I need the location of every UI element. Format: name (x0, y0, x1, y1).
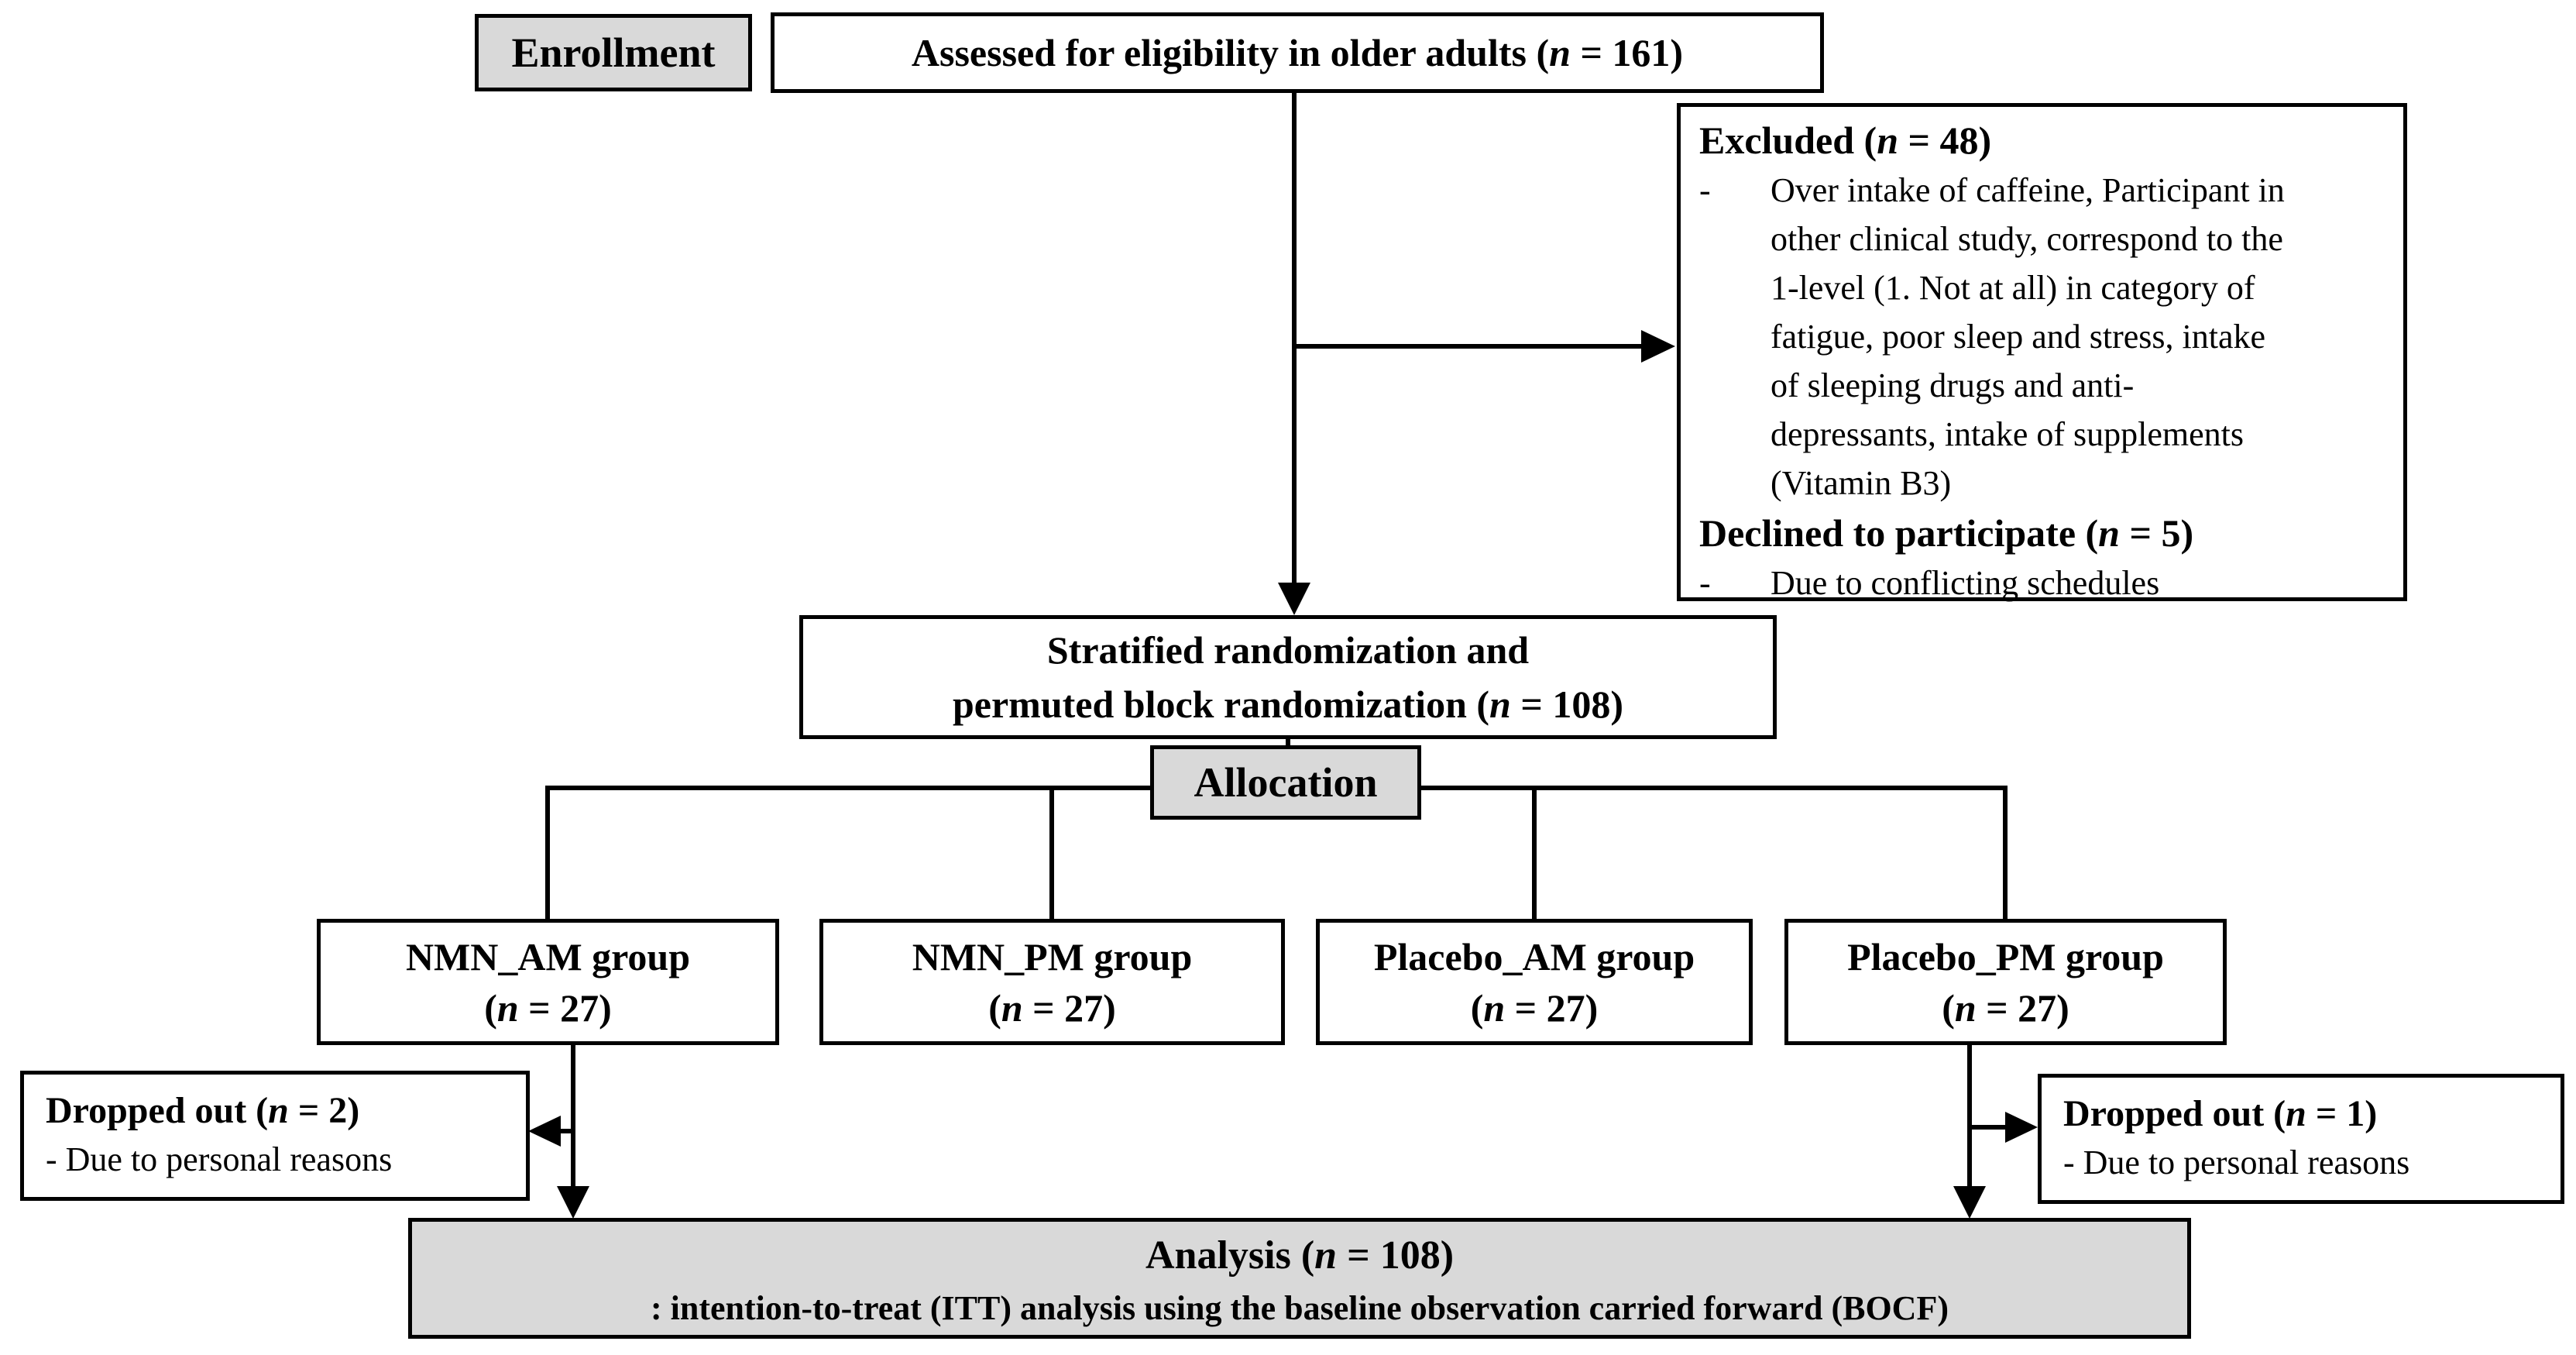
italic-n: n (496, 985, 519, 1030)
analysis-title: Analysis (n = 108) (1145, 1233, 1455, 1278)
group-name: NMN_PM group (912, 934, 1193, 978)
italic-n: n (1549, 31, 1571, 74)
dropout-left-reason: - Due to personal reasons (46, 1140, 393, 1178)
group-name: NMN_AM group (405, 934, 691, 978)
arrowhead-left-into-analysis (557, 1186, 589, 1219)
group-count: (n = 27) (1470, 985, 1599, 1030)
italic-n: n (2286, 1093, 2306, 1134)
allocation-stage-label: Allocation (1194, 759, 1378, 806)
italic-n: n (2098, 511, 2120, 555)
group-box-placebo-am: Placebo_AM group (n = 27) (1316, 919, 1753, 1045)
drop-line-nmn-pm (1049, 786, 1054, 921)
analysis-box: Analysis (n = 108) : intention-to-treat … (408, 1218, 2191, 1339)
drop-line-placebo-am (1532, 786, 1537, 921)
bullet-dash: - (1699, 564, 1711, 602)
enrollment-stage-label: Enrollment (511, 29, 716, 76)
group-count: (n = 27) (988, 985, 1116, 1030)
arrowhead-into-excluded (1641, 330, 1675, 363)
italic-n: n (1489, 683, 1511, 726)
declined-heading: Declined to participate (n = 5) (1699, 511, 2194, 555)
italic-n: n (1314, 1233, 1338, 1278)
dropout-right-reason: - Due to personal reasons (2063, 1143, 2410, 1181)
connector-to-dropout-right (1972, 1125, 2007, 1130)
group-box-placebo-pm: Placebo_PM group (n = 27) (1784, 919, 2227, 1045)
arrowhead-into-randomization (1278, 583, 1310, 615)
bullet-dash: - (1699, 171, 1711, 209)
connector-placebo-pm-to-analysis (1967, 1045, 1972, 1192)
randomization-line2: permuted block randomization (n = 108) (952, 683, 1623, 726)
excluded-reason-text: Over intake of caffeine, Participant in … (1771, 171, 2285, 502)
randomization-line1: Stratified randomization and (1046, 628, 1530, 672)
italic-n: n (1877, 119, 1899, 162)
dropout-left-box: Dropped out (n = 2) - Due to personal re… (20, 1071, 530, 1201)
italic-n: n (1001, 985, 1023, 1030)
declined-reason-item: - Due to conflicting schedules (1699, 559, 2385, 607)
dropout-right-box: Dropped out (n = 1) - Due to personal re… (2038, 1074, 2564, 1204)
allocation-stage-label-box: Allocation (1150, 745, 1421, 820)
group-name: Placebo_AM group (1373, 934, 1695, 978)
group-count: (n = 27) (1942, 985, 2069, 1030)
excluded-heading: Excluded (n = 48) (1699, 119, 1992, 162)
arrowhead-into-dropout-left (528, 1116, 561, 1147)
connector-to-excluded (1294, 344, 1641, 349)
enrollment-stage-label-box: Enrollment (475, 14, 752, 91)
connector-assessed-to-randomization (1292, 93, 1297, 589)
connector-to-dropout-left (558, 1129, 575, 1133)
group-box-nmn-am: NMN_AM group (n = 27) (317, 919, 779, 1045)
excluded-reason-item: - Over intake of caffeine, Participant i… (1699, 166, 2385, 507)
randomization-box: Stratified randomization and permuted bl… (799, 615, 1777, 739)
arrowhead-right-into-analysis (1953, 1186, 1986, 1219)
group-name: Placebo_PM group (1847, 934, 2164, 978)
connector-nmn-am-to-analysis (571, 1045, 575, 1192)
arrowhead-into-dropout-right (2005, 1112, 2038, 1143)
italic-n: n (268, 1090, 289, 1131)
assessed-eligibility-label: Assessed for eligibility in older adults… (911, 31, 1684, 74)
italic-n: n (1954, 985, 1977, 1030)
dropout-left-title: Dropped out (n = 2) (46, 1090, 360, 1131)
excluded-box: Excluded (n = 48) - Over intake of caffe… (1677, 103, 2407, 602)
drop-line-nmn-am (545, 786, 550, 921)
analysis-subtitle: : intention-to-treat (ITT) analysis usin… (651, 1289, 1949, 1327)
group-count: (n = 27) (484, 985, 612, 1030)
group-box-nmn-pm: NMN_PM group (n = 27) (819, 919, 1285, 1045)
dropout-right-title: Dropped out (n = 1) (2063, 1093, 2378, 1134)
declined-reason-text: Due to conflicting schedules (1771, 564, 2160, 602)
assessed-eligibility-box: Assessed for eligibility in older adults… (771, 12, 1824, 93)
italic-n: n (1483, 985, 1506, 1030)
drop-line-placebo-pm (2003, 786, 2008, 921)
